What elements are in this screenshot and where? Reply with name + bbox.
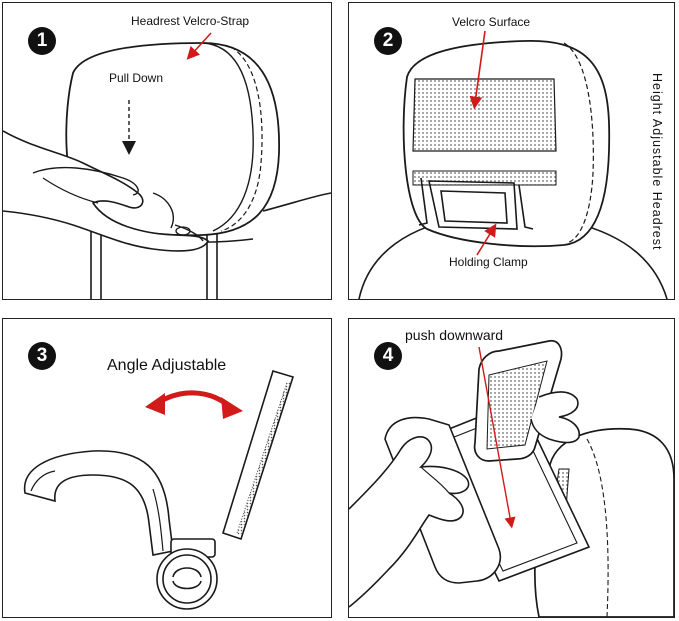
strap-label: Headrest Velcro-Strap bbox=[131, 14, 250, 28]
holding-clamp bbox=[418, 177, 534, 230]
step-2-panel: 2 Velcro Surface Holding Clamp Height Ad… bbox=[348, 2, 675, 300]
step-1-panel: 1 Headrest Velcro-Strap Pull Down bbox=[2, 2, 332, 300]
pull-down-arrow bbox=[122, 100, 136, 155]
push-downward-label: push downward bbox=[405, 327, 504, 343]
holding-clamp-label: Holding Clamp bbox=[449, 255, 528, 269]
angle-arrow bbox=[158, 390, 228, 406]
step-number-badge: 4 bbox=[374, 342, 402, 370]
right-hand-shape bbox=[530, 391, 581, 444]
velcro-surface bbox=[412, 78, 557, 152]
push-pointer-arrow bbox=[478, 346, 516, 529]
step-4-illustration bbox=[349, 339, 674, 617]
step-number-badge: 1 bbox=[28, 27, 56, 55]
clamp-pointer-arrow bbox=[476, 223, 497, 256]
straight-arm bbox=[222, 370, 295, 541]
left-hand-shape bbox=[349, 436, 470, 608]
headrest-shape bbox=[65, 42, 280, 237]
step-4-panel: 4 push downward bbox=[348, 318, 675, 618]
angle-adjustable-label: Angle Adjustable bbox=[107, 357, 227, 374]
hand-shape bbox=[3, 130, 209, 252]
step-number-badge: 3 bbox=[28, 342, 56, 370]
step-3-panel: 3 Angle Adjustable bbox=[2, 318, 332, 618]
pull-down-label: Pull Down bbox=[109, 71, 164, 85]
step-3-illustration bbox=[23, 370, 295, 610]
hook-arm bbox=[23, 450, 174, 556]
step-1-illustration bbox=[3, 32, 331, 299]
pivot-knob bbox=[156, 538, 218, 610]
velcro-surface-label: Velcro Surface bbox=[452, 15, 531, 29]
step-2-illustration bbox=[358, 30, 668, 299]
strap-pointer-arrow bbox=[186, 32, 212, 60]
side-vertical-label: Height Adjustable Headrest bbox=[650, 73, 664, 251]
step-number-badge: 2 bbox=[374, 27, 402, 55]
velcro-pointer-arrow bbox=[469, 30, 486, 110]
